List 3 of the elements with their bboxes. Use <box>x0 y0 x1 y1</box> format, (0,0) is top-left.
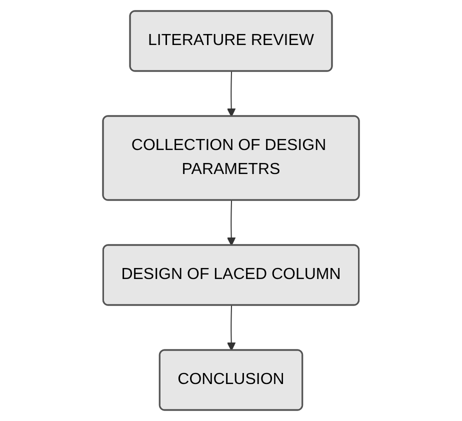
arrow <box>226 200 236 246</box>
arrow <box>226 305 236 351</box>
arrow <box>226 71 236 117</box>
